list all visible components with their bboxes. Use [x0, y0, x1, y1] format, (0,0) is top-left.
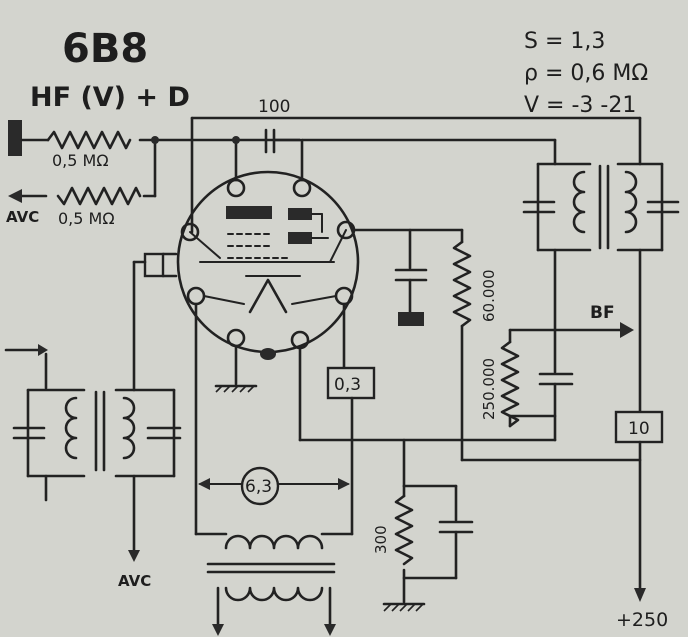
tube-envelope	[143, 170, 360, 360]
load-resistor	[452, 228, 642, 462]
heater-transformer	[194, 532, 354, 636]
ground-left	[8, 120, 22, 156]
coupling-capacitor	[264, 128, 302, 154]
grid-resistor-1	[20, 130, 302, 150]
avc-bottom-label: AVC	[118, 572, 151, 590]
diode-load-label: 250.000	[480, 358, 498, 420]
spec-v: V = -3 -21	[524, 93, 636, 118]
load-resistor-label: 60.000	[480, 270, 498, 323]
cathode-resistor-label: 300	[372, 525, 390, 554]
heater-dimension	[198, 466, 350, 506]
input-transformer	[4, 344, 182, 562]
supply-label: +250	[616, 609, 668, 631]
junction-dot	[151, 136, 159, 144]
diode-capacitor	[538, 372, 574, 442]
grid-resistor-1-label: 0,5 MΩ	[52, 151, 109, 170]
ground-cathode	[214, 384, 258, 393]
grid-resistor-2	[8, 138, 157, 206]
if-transformer	[522, 138, 680, 332]
ground-cathode-resistor	[382, 602, 426, 612]
spec-s: S = 1,3	[524, 29, 605, 54]
tube-function: HF (V) + D	[30, 82, 190, 113]
heater-current-label: 0,3	[334, 375, 361, 395]
cathode-resistor	[394, 484, 414, 604]
tube-type: 6B8	[62, 26, 148, 72]
cathode-capacitor	[402, 484, 474, 580]
grid-resistor-2-label: 0,5 MΩ	[58, 209, 115, 228]
spec-rho: ρ = 0,6 MΩ	[524, 61, 648, 86]
series-resistor-label: 10	[628, 419, 650, 439]
avc-top-label: AVC	[6, 208, 39, 226]
bypass-capacitor	[394, 268, 428, 326]
diode-load-resistor	[500, 328, 557, 428]
bf-output-label: BF	[590, 303, 615, 323]
heater-voltage-label: 6,3	[245, 477, 272, 497]
coupling-cap-label: 100	[258, 97, 290, 117]
